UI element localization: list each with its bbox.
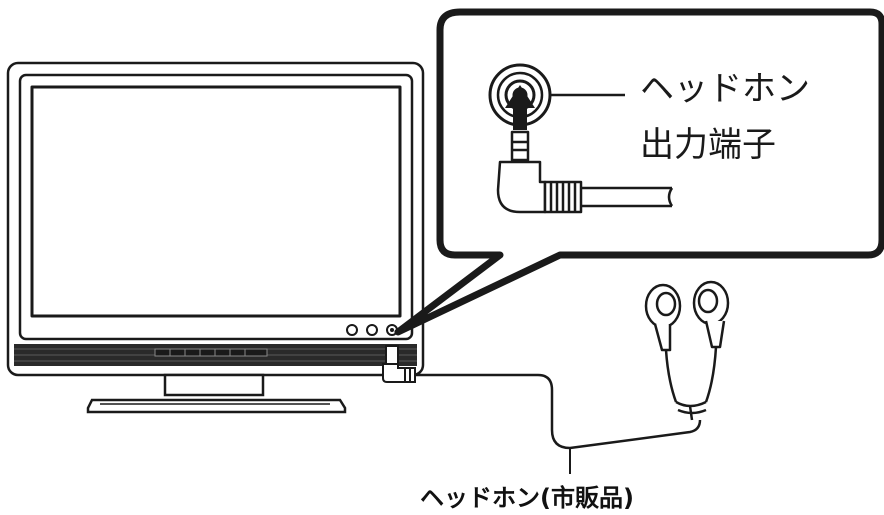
tv-screen	[30, 85, 402, 318]
tv-button-1	[346, 324, 358, 336]
tv-outer-bezel	[6, 61, 425, 377]
headphone-plug-icon	[496, 130, 674, 214]
front-indicator-strip	[154, 348, 268, 357]
insert-arrow-icon	[505, 85, 535, 130]
tv-button-2	[366, 324, 378, 336]
headphone-caption: ヘッドホン(市販品)	[420, 484, 634, 512]
tv-monitor-icon	[6, 61, 425, 377]
earphone-cable	[415, 373, 702, 450]
jack-label-headphone: ヘッドホン	[640, 69, 810, 109]
earphones-icon	[644, 280, 730, 421]
tv-inner-frame	[18, 73, 414, 341]
tv-stand	[86, 373, 347, 414]
plug-in-tv	[382, 345, 416, 383]
callout-bubble	[394, 8, 884, 336]
jack-label-output-terminal: 出力端子	[640, 125, 776, 165]
